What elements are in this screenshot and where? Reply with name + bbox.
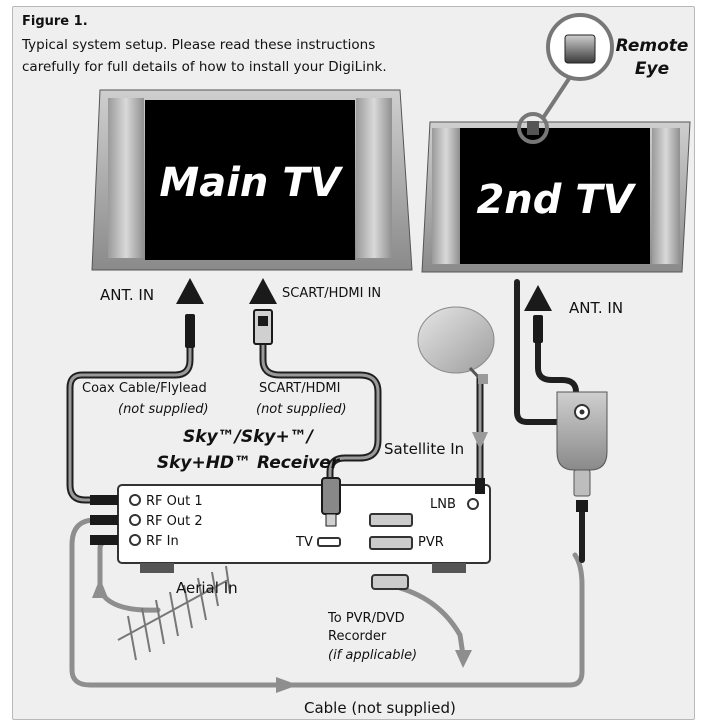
main-tv-scart-arrow-icon — [249, 278, 277, 304]
second-tv-label: 2nd TV — [476, 177, 636, 223]
lnb-port-icon — [467, 498, 479, 510]
remote-eye-label-1: Remote — [616, 36, 689, 56]
receiver — [90, 477, 491, 573]
receiver-title-2: Sky+HD™ Receiver — [157, 453, 341, 473]
coax-cable-label: Coax Cable/Flylead — [82, 381, 207, 396]
figure-title: Figure 1. — [22, 14, 88, 29]
tv-port-label: TV — [295, 535, 313, 550]
rf-in-port-icon — [129, 534, 141, 546]
caption-line-1: Typical system setup. Please read these … — [21, 37, 375, 53]
main-tv-label: Main TV — [159, 160, 343, 206]
aerial-in-label: Aerial In — [176, 579, 238, 597]
scart-port-2-icon — [369, 536, 413, 550]
main-tv-ant-in-label: ANT. IN — [100, 286, 154, 304]
aerial-arrow-icon — [92, 578, 108, 598]
pvr-dest-note: (if applicable) — [328, 648, 417, 663]
digilink-box-icon — [556, 391, 608, 471]
pvr-port-label: PVR — [418, 535, 444, 550]
main-tv: Main TV — [91, 89, 413, 271]
rf-out-1-port-icon — [129, 494, 141, 506]
remote-eye — [517, 13, 614, 144]
lnb-port-label: LNB — [430, 497, 456, 512]
receiver-hdmi-plug-icon — [321, 477, 341, 515]
pvr-arrow-icon — [455, 650, 472, 668]
satellite-dish — [417, 306, 495, 384]
satellite-dish-icon — [417, 306, 495, 374]
main-tv-scart-in-label: SCART/HDMI IN — [282, 286, 381, 301]
second-tv-screen — [460, 128, 650, 264]
caption-line-2: carefully for full details of how to ins… — [22, 59, 387, 75]
remote-eye-icon — [564, 34, 596, 64]
aerial-antenna-icon — [117, 565, 231, 661]
pvr-scart-plug-icon — [371, 574, 409, 590]
tv-hdmi-port-icon — [317, 537, 341, 547]
satellite-arrow-icon — [472, 432, 488, 450]
rf-out-2-label: RF Out 2 — [146, 514, 203, 529]
scart-cable-label: SCART/HDMI — [259, 381, 340, 396]
coax-cable-note: (not supplied) — [118, 402, 209, 417]
rf-out-1-label: RF Out 1 — [146, 494, 203, 509]
pvr-dest-line-1: To PVR/DVD — [327, 611, 405, 626]
hdmi-plug-icon — [253, 309, 273, 345]
distribution-box — [556, 391, 608, 512]
main-tv-ant-arrow-icon — [176, 278, 204, 304]
rf-out-2-port-icon — [129, 514, 141, 526]
scart-port-1-icon — [369, 513, 413, 527]
scart-cable-note: (not supplied) — [256, 402, 347, 417]
second-tv-ant-arrow-icon — [524, 285, 552, 311]
rf-in-label: RF In — [146, 534, 179, 549]
receiver-title-1: Sky™/Sky+™/ — [183, 427, 315, 447]
bottom-cable-arrow-icon — [276, 677, 298, 693]
satellite-in-label: Satellite In — [384, 440, 464, 458]
pvr-dest-line-2: Recorder — [328, 629, 387, 644]
bottom-cable-label: Cable (not supplied) — [304, 699, 456, 717]
main-tv-screen — [145, 100, 355, 260]
second-tv: 2nd TV — [421, 121, 691, 273]
coax-plug-icon — [185, 314, 195, 348]
remote-eye-label-2: Eye — [635, 59, 669, 79]
second-tv-ant-in-label: ANT. IN — [569, 299, 623, 317]
